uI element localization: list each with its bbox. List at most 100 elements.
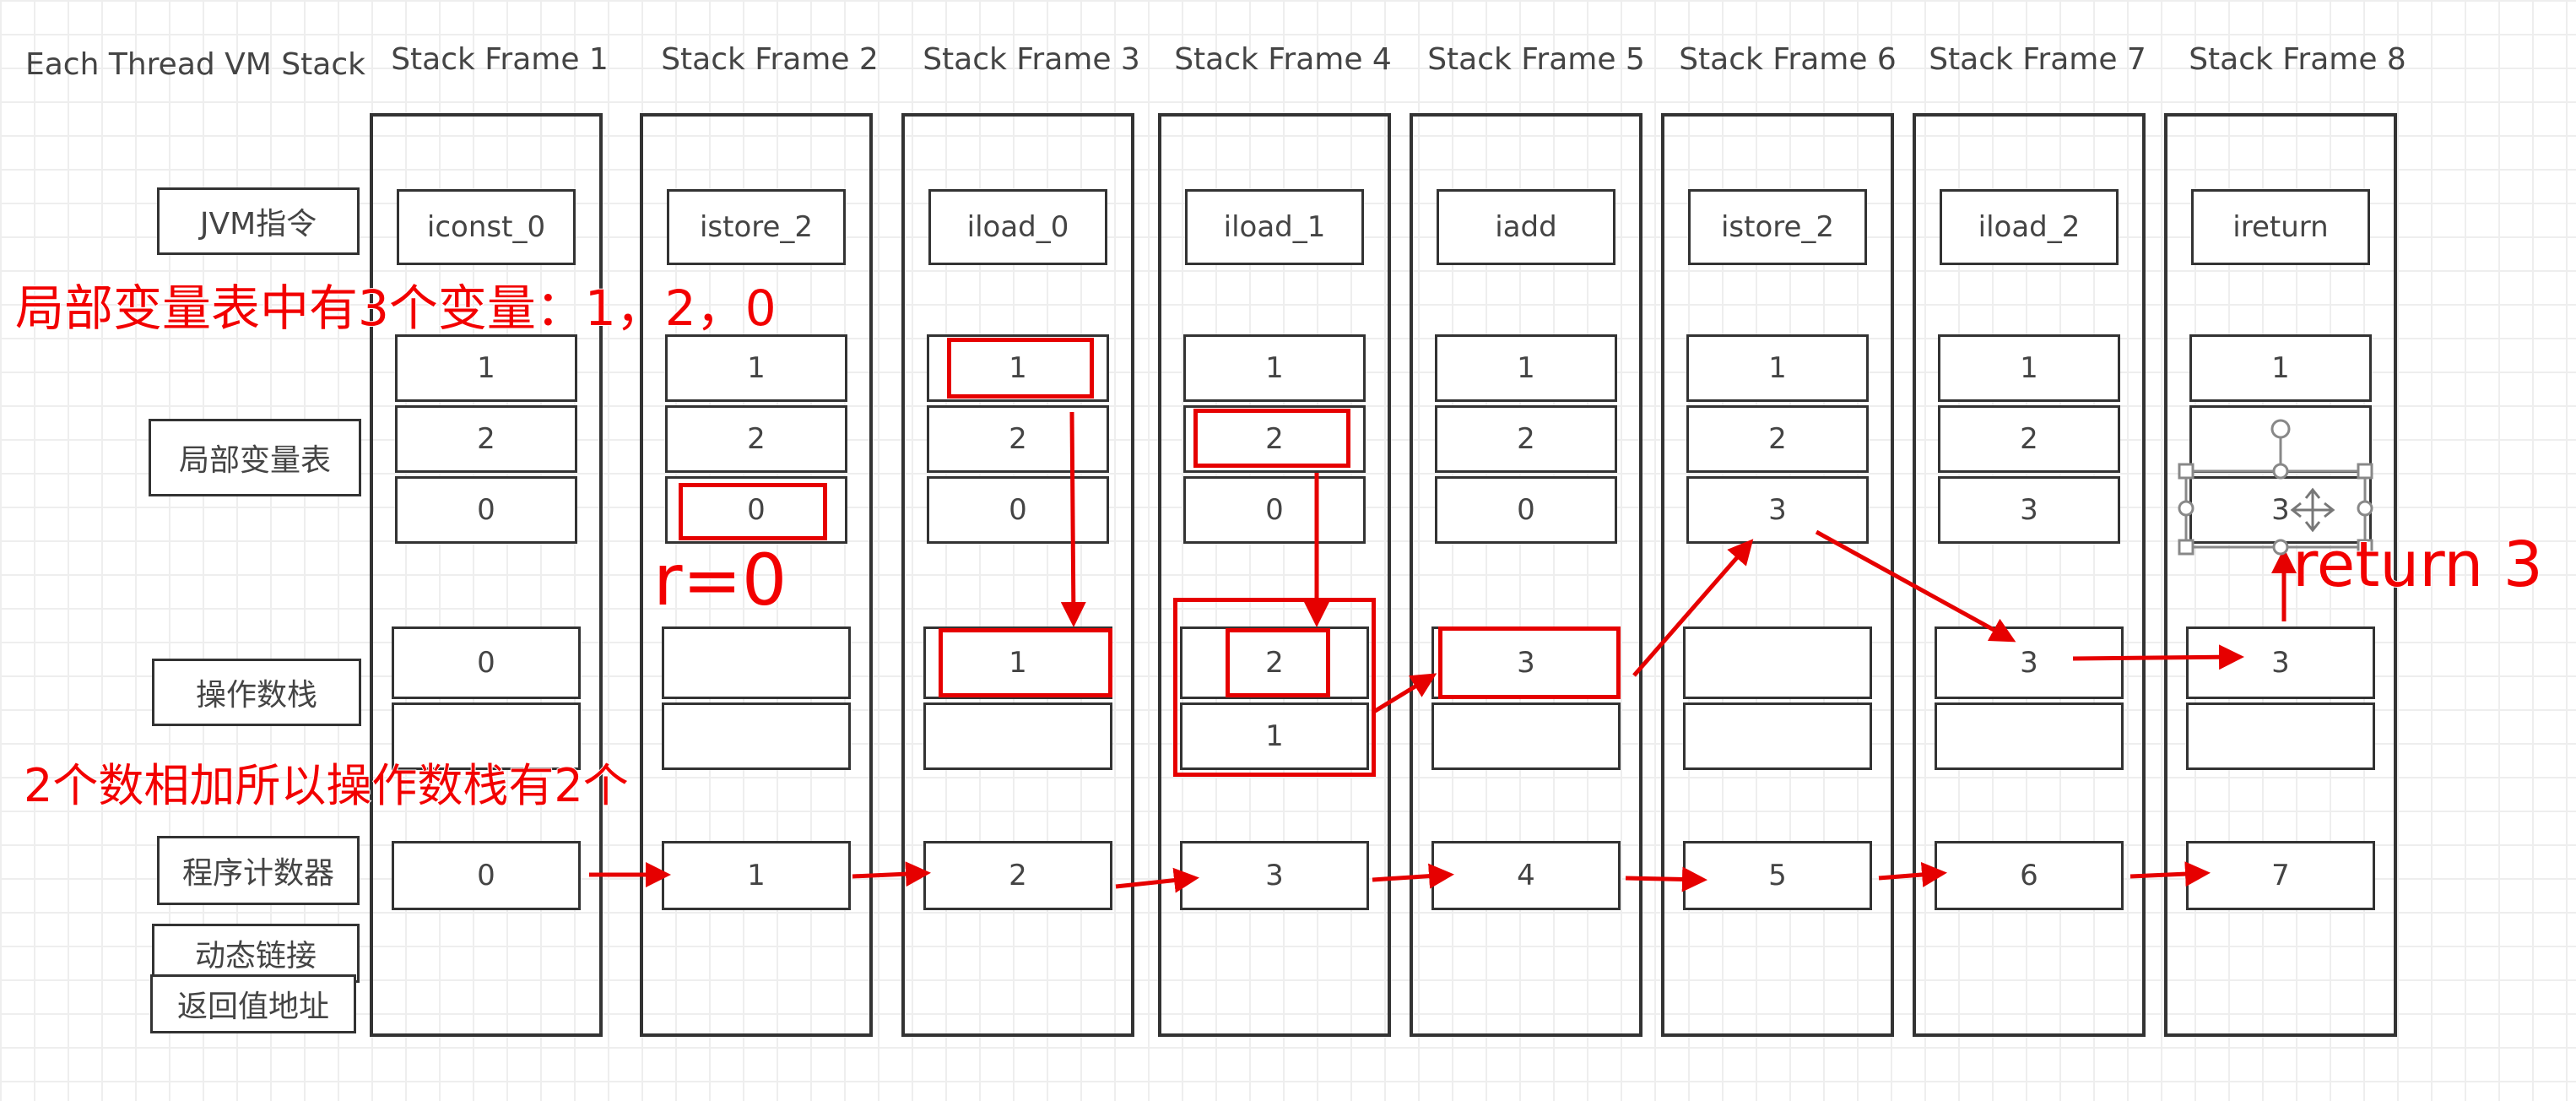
frame-header-3: Stack Frame 3 (923, 42, 1140, 77)
frame-header-2: Stack Frame 2 (661, 42, 879, 77)
highlight-stack-sum (1438, 626, 1621, 699)
annotation-locals-note: 局部变量表中有3个变量：1，2，0 (14, 279, 777, 338)
instruction-7: iload_2 (1940, 189, 2119, 265)
instruction-3: iload_0 (928, 189, 1107, 265)
selection-handles[interactable] (2178, 414, 2380, 556)
operand-slot-1-frame-4: 2 (1180, 626, 1369, 699)
local-slot-3-frame-2: 0 (665, 476, 847, 544)
local-slot-3-frame-6: 3 (1686, 476, 1869, 544)
annotation-stack-note: 2个数相加所以操作数栈有2个 (23, 758, 630, 813)
pc-value-frame-2: 1 (662, 841, 851, 910)
row-label-pc: 程序计数器 (157, 836, 360, 905)
row-label-dynlink: 动态链接 (152, 924, 360, 983)
instruction-6: istore_2 (1688, 189, 1867, 265)
operand-slot-2-frame-7 (1935, 702, 2124, 770)
local-slot-3-frame-4: 0 (1183, 476, 1366, 544)
local-slot-2-frame-3: 2 (927, 405, 1109, 473)
local-slot-2-frame-4: 2 (1183, 405, 1366, 473)
instruction-5: iadd (1437, 189, 1615, 265)
local-slot-2-frame-7: 2 (1938, 405, 2120, 473)
row-label-retaddr: 返回值地址 (150, 974, 356, 1033)
local-slot-1-frame-7: 1 (1938, 334, 2120, 402)
pc-value-frame-3: 2 (923, 841, 1112, 910)
operand-slot-1-frame-2 (662, 626, 851, 699)
row-label-locals: 局部变量表 (149, 419, 361, 496)
stack-frame-4 (1158, 113, 1391, 1037)
operand-slot-1-frame-8: 3 (2186, 626, 2375, 699)
instruction-1: iconst_0 (397, 189, 576, 265)
local-slot-1-frame-4: 1 (1183, 334, 1366, 402)
operand-slot-2-frame-1 (392, 702, 581, 770)
frame-header-1: Stack Frame 1 (391, 42, 609, 77)
annotation-return-note: return 3 (2292, 528, 2544, 602)
stack-frame-5 (1410, 113, 1642, 1037)
row-label-jvm: JVM指令 (157, 187, 360, 255)
local-slot-2-frame-2: 2 (665, 405, 847, 473)
frame-header-7: Stack Frame 7 (1929, 42, 2146, 77)
highlight-stack-1 (939, 628, 1112, 697)
row-label-operand: 操作数栈 (152, 659, 361, 726)
stack-frame-8 (2164, 113, 2397, 1037)
frame-header-6: Stack Frame 6 (1679, 42, 1897, 77)
pc-value-frame-1: 0 (392, 841, 581, 910)
instruction-4: iload_1 (1185, 189, 1364, 265)
stack-frame-3 (901, 113, 1134, 1037)
local-slot-1-frame-2: 1 (665, 334, 847, 402)
local-slot-1-frame-8: 1 (2189, 334, 2372, 402)
arrow-stack-to-stack (2072, 644, 2244, 670)
local-slot-1-frame-3: 1 (927, 334, 1109, 402)
pc-arrow-2 (852, 861, 931, 887)
highlight-stack-pair (1173, 598, 1376, 777)
highlight-local-2 (1193, 409, 1350, 468)
local-slot-3-frame-3: 0 (927, 476, 1109, 544)
pc-arrow-4 (1372, 863, 1454, 889)
arrow-local-to-stack (1815, 529, 2016, 643)
frame-header-5: Stack Frame 5 (1427, 42, 1645, 77)
operand-slot-2-frame-3 (923, 702, 1112, 770)
highlight-local-r (679, 483, 827, 540)
arrow-local1-to-stack (1060, 411, 1086, 627)
operand-slot-2-frame-6 (1683, 702, 1872, 770)
operand-slot-1-frame-3: 1 (923, 626, 1112, 699)
operand-slot-1-frame-1: 0 (392, 626, 581, 699)
pc-value-frame-5: 4 (1431, 841, 1621, 910)
pc-value-frame-4: 3 (1180, 841, 1369, 910)
arrow-sum-to-local (1632, 539, 1754, 677)
operand-slot-2-frame-2 (662, 702, 851, 770)
pc-value-frame-8: 7 (2186, 841, 2375, 910)
pc-arrow-6 (1878, 862, 1947, 887)
move-cursor-icon (2290, 487, 2335, 533)
instruction-2: istore_2 (667, 189, 846, 265)
operand-slot-2-frame-8 (2186, 702, 2375, 770)
local-slot-3-frame-5: 0 (1435, 476, 1617, 544)
local-slot-1-frame-5: 1 (1435, 334, 1617, 402)
stack-frame-1 (370, 113, 603, 1037)
annotation-r-note: r=0 (652, 538, 787, 622)
arrow-add-to-sum (1371, 673, 1437, 715)
frame-header-4: Stack Frame 4 (1174, 42, 1392, 77)
pc-arrow-5 (1625, 866, 1707, 892)
operand-slot-1-frame-6 (1683, 626, 1872, 699)
highlight-stack-2 (1226, 628, 1330, 697)
local-slot-1-frame-1: 1 (395, 334, 577, 402)
operand-slot-2-frame-5 (1431, 702, 1621, 770)
stack-frame-7 (1913, 113, 2146, 1037)
local-slot-3-frame-7: 3 (1938, 476, 2120, 544)
pc-value-frame-6: 5 (1683, 841, 1872, 910)
pc-arrow-7 (2130, 861, 2211, 887)
pc-arrow-3 (1115, 867, 1199, 893)
instruction-8: ireturn (2191, 189, 2370, 265)
diagram-title: Each Thread VM Stack (25, 47, 365, 82)
local-slot-1-frame-6: 1 (1686, 334, 1869, 402)
local-slot-2-frame-1: 2 (395, 405, 577, 473)
operand-slot-2-frame-4: 1 (1180, 702, 1369, 770)
stack-frame-2 (640, 113, 873, 1037)
frame-header-8: Stack Frame 8 (2189, 42, 2406, 77)
local-slot-2-frame-6: 2 (1686, 405, 1869, 473)
highlight-local-1 (947, 338, 1094, 399)
operand-slot-1-frame-7: 3 (1935, 626, 2124, 699)
local-slot-3-frame-8: 3 (2189, 476, 2372, 544)
local-slot-2-frame-5: 2 (1435, 405, 1617, 473)
local-slot-3-frame-1: 0 (395, 476, 577, 544)
